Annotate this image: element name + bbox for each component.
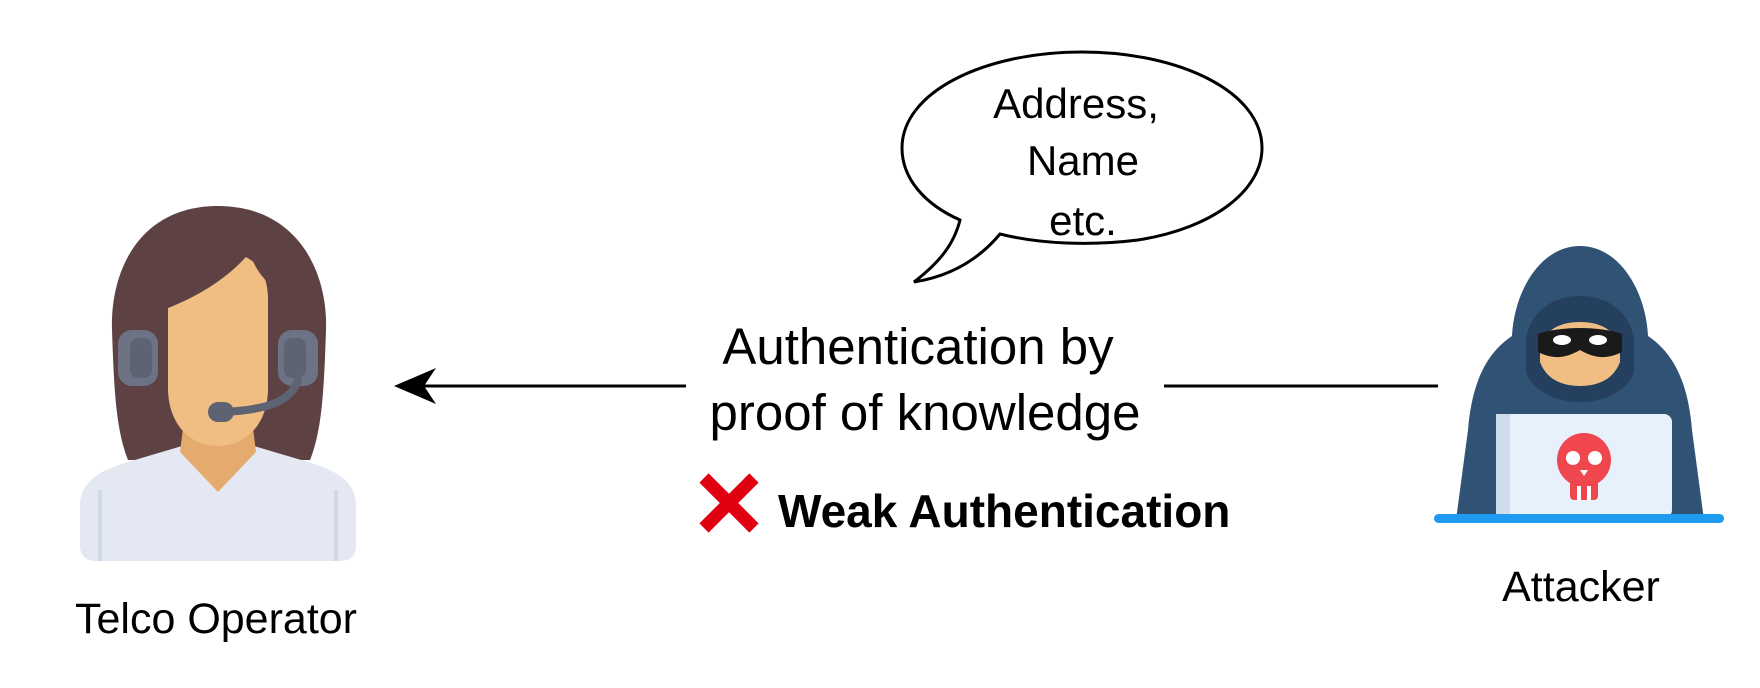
connector-label-line1: Authentication by — [722, 318, 1114, 375]
speech-bubble-line1: Address, — [993, 80, 1159, 127]
red-cross-icon — [699, 473, 759, 533]
arrowhead-icon — [394, 368, 436, 404]
weak-authentication-label: Weak Authentication — [778, 485, 1230, 537]
speech-bubble-line2: Name — [1027, 137, 1139, 184]
hooded-hacker-laptop-icon — [1434, 246, 1724, 523]
operator-label: Telco Operator — [75, 595, 357, 643]
connector-label-line2: proof of knowledge — [710, 384, 1141, 441]
speech-bubble-line3: etc. — [1049, 197, 1117, 244]
customer-service-woman-icon — [80, 206, 356, 561]
attacker-label: Attacker — [1502, 563, 1660, 611]
speech-bubble — [900, 50, 1264, 284]
